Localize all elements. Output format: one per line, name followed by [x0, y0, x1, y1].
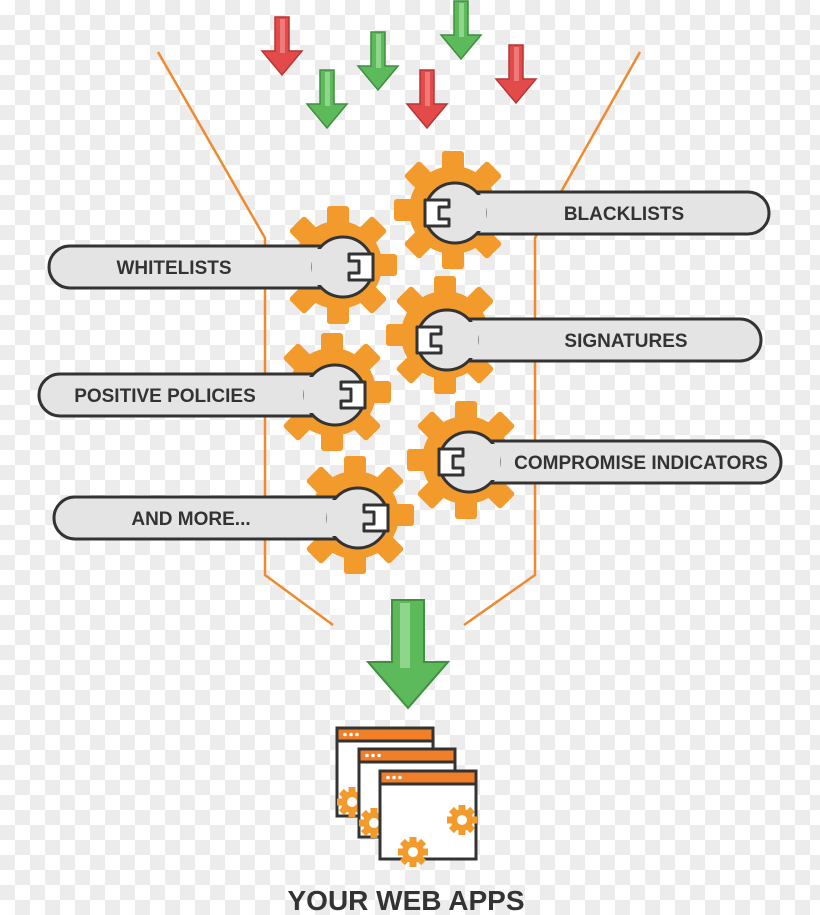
- wrench-whitelists: WHITELISTS: [47, 235, 375, 299]
- down-arrow-icon: [440, 0, 482, 60]
- tool-label-signatures: SIGNATURES: [564, 331, 687, 352]
- wrench-compromise-indicators: COMPROMISE INDICATORS: [437, 430, 783, 494]
- down-arrow-icon: [406, 69, 448, 129]
- wrench-blacklists: BLACKLISTS: [423, 181, 771, 245]
- tool-label-whitelists: WHITELISTS: [116, 258, 231, 279]
- output-arrow: [365, 599, 451, 710]
- browser-window-icon: [378, 769, 478, 867]
- wrench-positive-policies: POSITIVE POLICIES: [37, 363, 367, 427]
- tool-label-and-more: AND MORE...: [131, 509, 250, 530]
- down-arrow-icon: [261, 16, 303, 76]
- incoming-traffic-arrows: [261, 0, 537, 129]
- wrench-and-more: AND MORE...: [52, 486, 390, 550]
- wrench-signatures: SIGNATURES: [415, 308, 763, 372]
- tool-label-blacklists: BLACKLISTS: [564, 204, 684, 225]
- web-apps-icon: [335, 726, 478, 867]
- tool-label-positive-policies: POSITIVE POLICIES: [74, 386, 256, 407]
- down-arrow-icon: [306, 69, 348, 129]
- web-apps-caption: YOUR WEB APPS: [288, 885, 525, 915]
- down-arrow-icon: [357, 31, 399, 91]
- down-arrow-icon: [495, 44, 537, 104]
- tool-label-compromise-indicators: COMPROMISE INDICATORS: [514, 453, 768, 474]
